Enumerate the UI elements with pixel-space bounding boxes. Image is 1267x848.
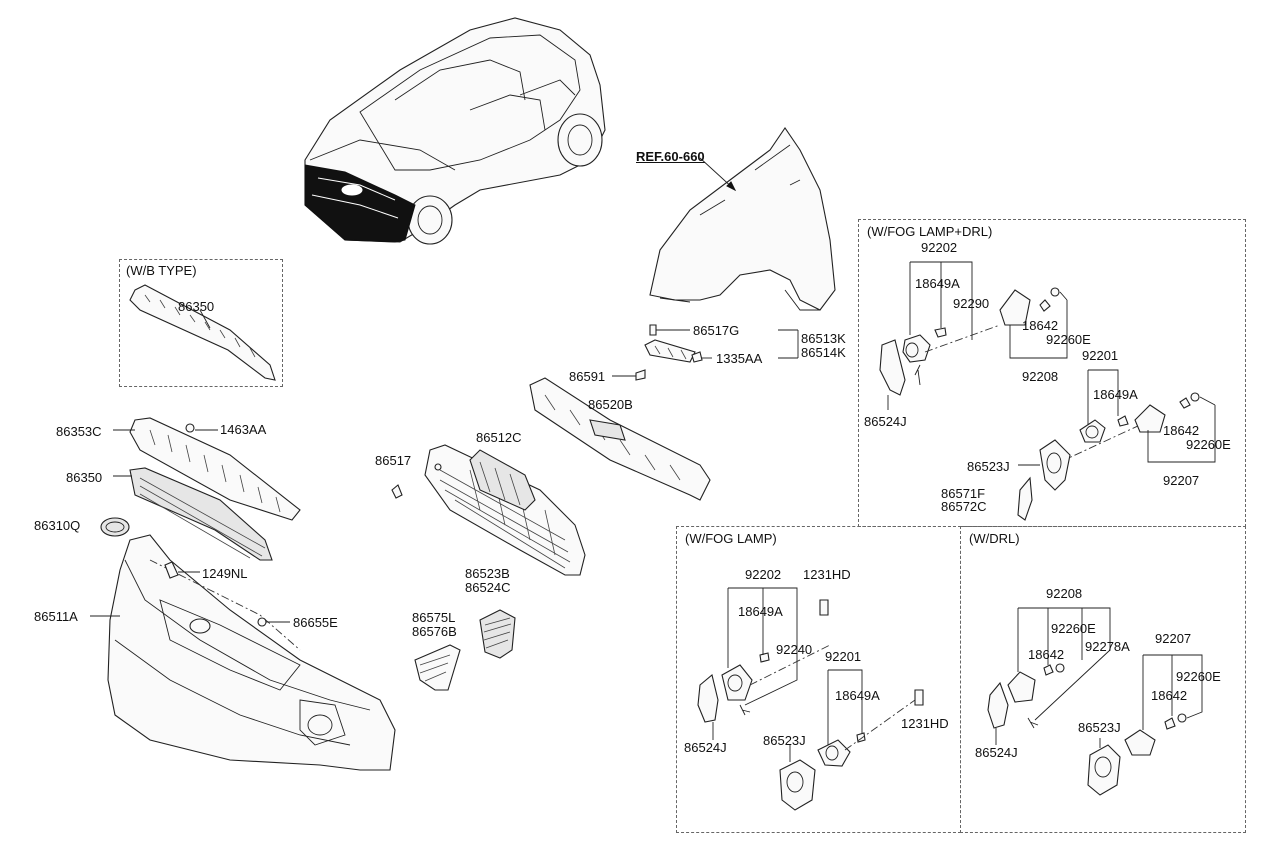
bumper-absorber [529,377,711,501]
part-label-86524C: 86524C [465,580,511,595]
drl-label-92278A: 92278A [1085,639,1130,654]
drl-label-86524J: 86524J [975,745,1018,760]
fog-label-1231HD: 1231HD [803,567,851,582]
drl-parts [987,607,1203,796]
fog-label-92202: 92202 [745,567,782,582]
fogdrl-parts [879,261,1216,521]
part-label-86514K: 86514K [801,345,846,360]
fog-label-18649A: 18649A [738,604,783,619]
fog-label-18649A-2: 18649A [835,688,880,703]
group-box-wb-type: (W/B TYPE) [119,259,283,387]
group-title-drl: (W/DRL) [969,531,1020,546]
fogdrl-label-18642: 18642 [1022,318,1059,333]
emblem [100,517,130,537]
fogdrl-label-86571F: 86571F [941,486,986,501]
clip-86655E [257,617,290,627]
fog-label-86523J: 86523J [763,733,806,748]
fogdrl-label-18642-2: 18642 [1163,423,1200,438]
group-title-fog-drl: (W/FOG LAMP+DRL) [867,224,993,239]
fogdrl-label-92290: 92290 [953,296,990,311]
part-label-86517: 86517 [375,453,412,468]
fogdrl-label-92260E: 92260E [1046,332,1091,347]
part-label-86517G: 86517G [693,323,740,338]
part-label-86353C: 86353C [56,424,102,439]
part-label-86310Q: 86310Q [34,518,81,533]
upper-grille-bracket [113,417,301,521]
fogdrl-label-18649A-2: 18649A [1093,387,1138,402]
clip-1249NL [164,561,200,579]
fog-label-92201: 92201 [825,649,862,664]
fog-label-1231HD-2: 1231HD [901,716,949,731]
fogdrl-label-92201: 92201 [1082,348,1119,363]
bumper-bracket [612,324,799,381]
insert-86523B [479,609,516,659]
fogdrl-label-92202: 92202 [921,240,958,255]
drl-label-86523J: 86523J [1078,720,1121,735]
fender [649,127,836,311]
wb-grille-strip [129,284,276,381]
ref-label: REF.60-660 [636,149,705,164]
part-label-86350-wb: 86350 [178,299,215,314]
part-label-86513K: 86513K [801,331,846,346]
drl-label-92260E: 92260E [1051,621,1096,636]
part-label-86655E: 86655E [293,615,338,630]
group-title-wb-type: (W/B TYPE) [126,263,197,278]
fogdrl-label-86523J: 86523J [967,459,1010,474]
part-label-86350: 86350 [66,470,103,485]
drl-label-18642: 18642 [1028,647,1065,662]
fogdrl-label-86524J: 86524J [864,414,907,429]
part-label-1335AA: 1335AA [716,351,763,366]
part-label-86511A: 86511A [34,609,78,624]
fogdrl-label-92208: 92208 [1022,369,1059,384]
part-label-86591: 86591 [569,369,606,384]
fog-label-86524J: 86524J [684,740,727,755]
drl-label-92208: 92208 [1046,586,1083,601]
fog-label-92240: 92240 [776,642,813,657]
drl-label-18642-2: 18642 [1151,688,1188,703]
part-label-86520B: 86520B [588,397,633,412]
fogdrl-label-92207: 92207 [1163,473,1200,488]
part-label-1463AA: 1463AA [220,422,267,437]
front-bumper [90,534,396,771]
drl-label-92260E-2: 92260E [1176,669,1221,684]
lower-grille [391,444,586,576]
fogdrl-label-86572C: 86572C [941,499,987,514]
part-label-86512C: 86512C [476,430,522,445]
part-label-1249NL: 1249NL [202,566,248,581]
main-grille [113,467,273,561]
fogdrl-label-92260E-2: 92260E [1186,437,1231,452]
side-cover-86575L [414,644,461,691]
part-label-86575L: 86575L [412,610,456,625]
fog-parts [697,587,924,811]
group-box-drl: (W/DRL) [960,526,1246,833]
group-title-fog: (W/FOG LAMP) [685,531,777,546]
drl-label-92207: 92207 [1155,631,1192,646]
part-label-86523B: 86523B [465,566,510,581]
fogdrl-label-18649A: 18649A [915,276,960,291]
part-label-86576B: 86576B [412,624,457,639]
car-illustration [304,17,606,245]
